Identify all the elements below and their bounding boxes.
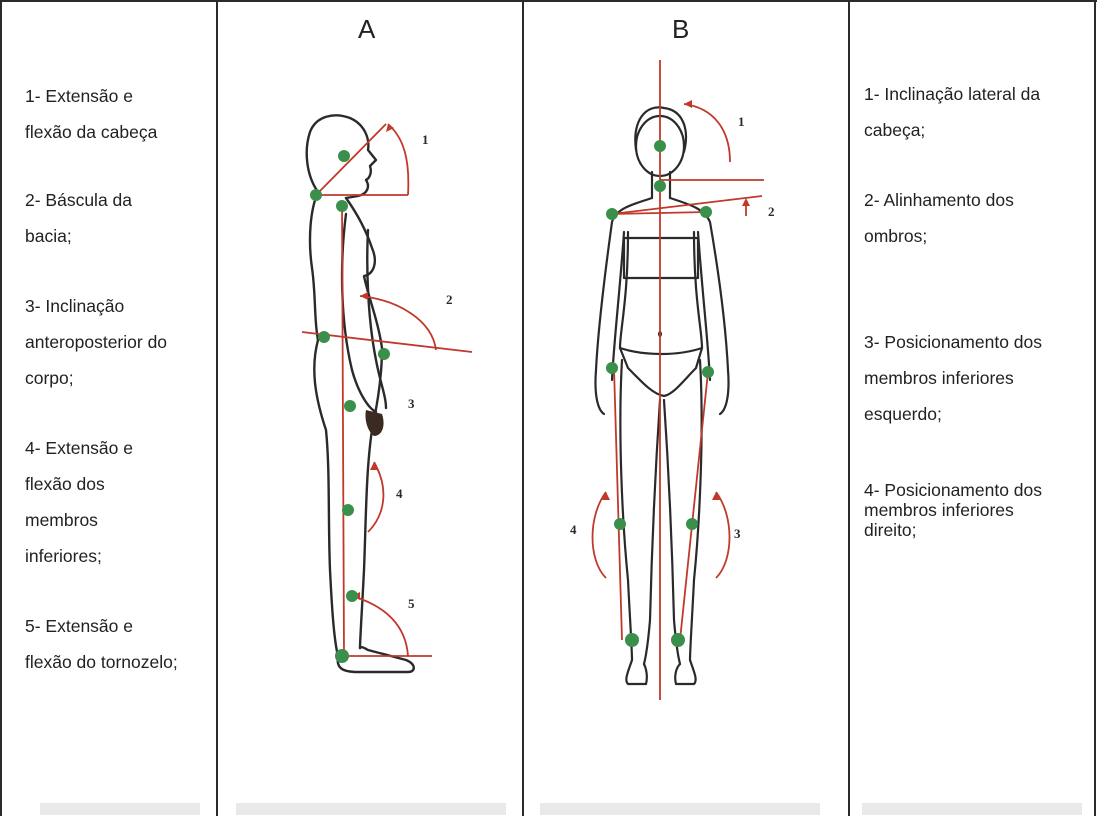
front-step-numbers: 1 2 3 4 [570,114,775,541]
side-number-4: 4 [396,486,403,501]
left-item-3-line-2: anteroposterior do [25,324,167,360]
left-item-5-line-2: flexão do tornozelo; [25,644,178,680]
side-step-numbers: 1 2 3 4 5 [396,132,453,611]
front-number-2: 2 [768,204,775,219]
front-number-3: 3 [734,526,741,541]
left-item-2-line-1: 2- Báscula da [25,182,132,218]
next-row-stub [40,803,200,815]
side-number-2: 2 [446,292,453,307]
right-item-4: 4- Posicionamento dos membros inferiores… [864,480,1042,540]
left-item-4-line-2: flexão dos [25,466,133,502]
left-item-3-line-3: corpo; [25,360,167,396]
front-reference-lines [593,60,765,700]
left-item-4-line-4: inferiores; [25,538,133,574]
right-item-1-line-1: 1- Inclinação lateral da [864,76,1040,112]
left-item-1-line-1: 1- Extensão e [25,78,157,114]
table-left-border [0,0,2,816]
left-item-4: 4- Extensão e flexão dos membros inferio… [25,430,133,574]
left-item-3: 3- Inclinação anteroposterior do corpo; [25,288,167,396]
right-item-3-line-2: membros inferiores [864,360,1042,396]
column-divider-3 [848,0,850,816]
right-item-1: 1- Inclinação lateral da cabeça; [864,76,1040,148]
side-reference-lines [302,124,472,656]
front-number-4: 4 [570,522,577,537]
side-landmark-points [310,150,390,663]
table-right-border [1094,0,1096,816]
side-number-3: 3 [408,396,415,411]
left-item-2: 2- Báscula da bacia; [25,182,132,254]
left-item-5: 5- Extensão e flexão do tornozelo; [25,608,178,680]
left-item-3-line-1: 3- Inclinação [25,288,167,324]
next-row-stub [540,803,820,815]
left-item-1: 1- Extensão e flexão da cabeça [25,78,157,150]
right-item-2: 2- Alinhamento dos ombros; [864,182,1014,254]
right-item-3-line-3: esquerdo; [864,396,1042,432]
left-item-4-line-3: membros [25,502,133,538]
right-item-2-line-2: ombros; [864,218,1014,254]
right-item-4-line-2: membros inferiores [864,500,1042,520]
right-item-3-line-1: 3- Posicionamento dos [864,324,1042,360]
next-row-stub [236,803,506,815]
front-number-1: 1 [738,114,745,129]
side-number-1: 1 [422,132,429,147]
right-item-3: 3- Posicionamento dos membros inferiores… [864,324,1042,432]
right-item-4-line-1: 4- Posicionamento dos [864,480,1042,500]
right-item-2-line-1: 2- Alinhamento dos [864,182,1014,218]
left-item-2-line-2: bacia; [25,218,132,254]
next-row-stub [862,803,1082,815]
side-view-figure: 1 2 3 4 5 [218,0,522,800]
left-item-4-line-1: 4- Extensão e [25,430,133,466]
side-body-outline [307,115,414,672]
left-item-5-line-1: 5- Extensão e [25,608,178,644]
right-item-1-line-2: cabeça; [864,112,1040,148]
right-item-4-line-3: direito; [864,520,1042,540]
front-view-figure: 1 2 3 4 [524,0,848,800]
side-hand-icon [365,410,383,436]
left-item-1-line-2: flexão da cabeça [25,114,157,150]
side-number-5: 5 [408,596,415,611]
